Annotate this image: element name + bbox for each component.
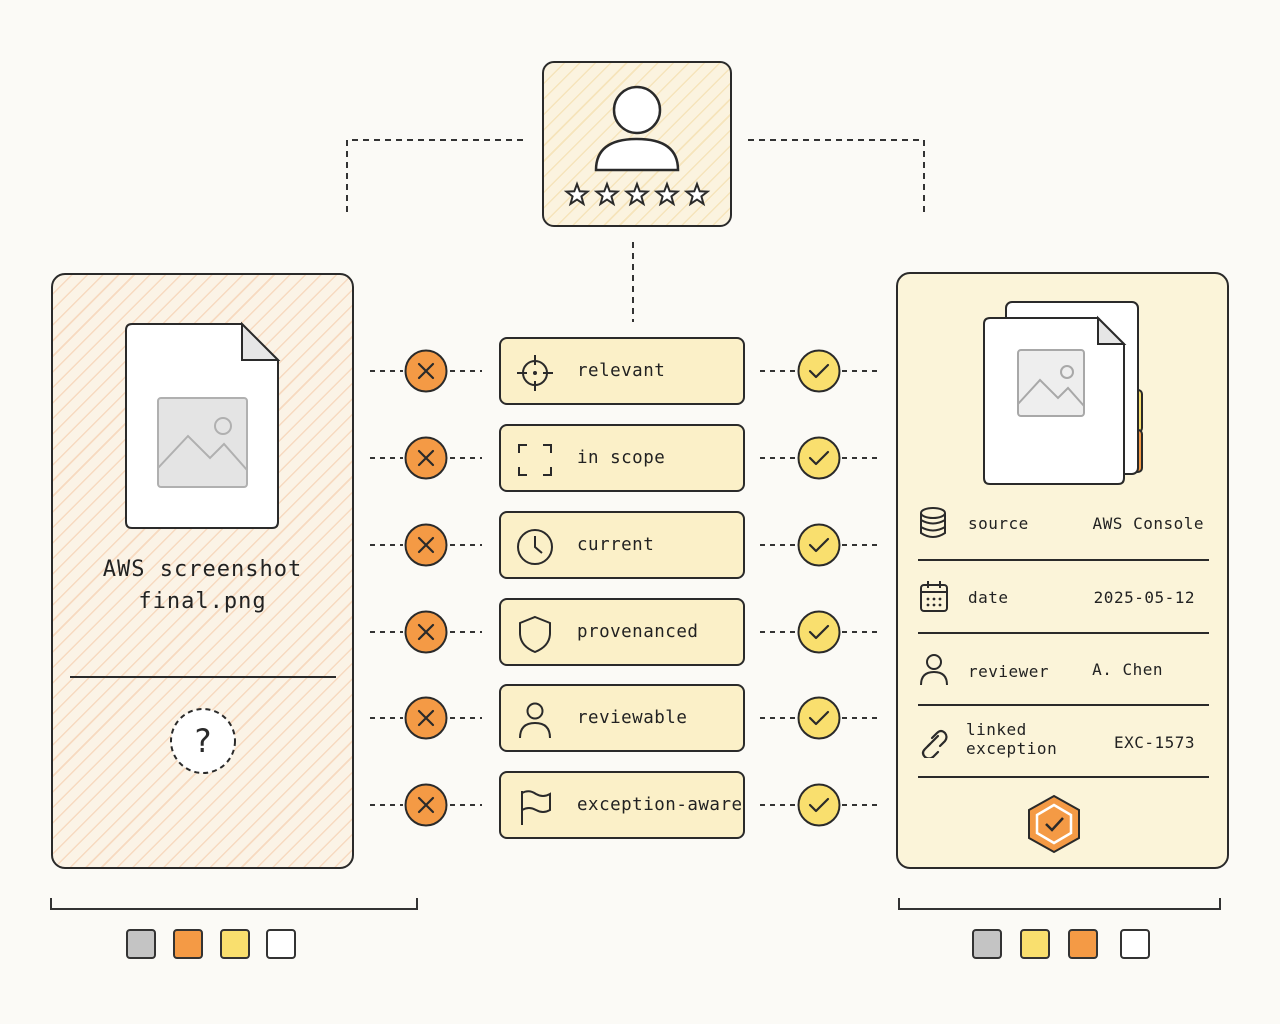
left-bracket [50,898,418,910]
criterion-label: exception-aware [577,795,743,815]
person-icon [519,702,551,739]
x-circle-icon [404,696,448,740]
criterion-card: exception-aware [499,771,745,839]
star-rating [563,181,711,207]
file-name-line2: final.png [138,589,267,614]
x-circle-icon [404,783,448,827]
check-circle-icon [797,349,841,393]
link-icon [921,729,948,758]
criterion-label: in scope [577,448,666,468]
svg-text:?: ? [195,722,212,760]
color-swatch [173,929,203,959]
shield-icon [519,615,551,653]
star-outline-icon [623,181,651,207]
linked-label-line1: linked [966,720,1027,739]
color-swatch [1120,929,1150,959]
question-mark-icon: ? [170,708,236,774]
database-icon [920,507,946,538]
reviewer-value: A. Chen [1092,660,1163,679]
file-name-line1: AWS screenshot [102,557,303,582]
criterion-card: reviewable [499,684,745,752]
connector-right-branch [748,139,925,212]
source-value: AWS Console [1092,514,1204,533]
left-divider [70,676,336,678]
connector-left-branch [346,139,528,212]
color-swatch [972,929,1002,959]
star-outline-icon [563,181,591,207]
color-swatch [1068,929,1098,959]
color-swatch [266,929,296,959]
check-circle-icon [797,610,841,654]
star-outline-icon [683,181,711,207]
flag-icon [521,790,551,825]
criterion-card: relevant [499,337,745,405]
right-bracket [898,898,1221,910]
linked-value: EXC-1573 [1113,733,1195,752]
user-icon [594,85,680,172]
x-circle-icon [404,349,448,393]
clock-icon [517,529,553,565]
check-circle-icon [797,783,841,827]
check-circle-icon [797,523,841,567]
criterion-label: relevant [577,361,666,381]
criterion-card: current [499,511,745,579]
crosshair-icon [517,355,553,391]
meta-divider [918,632,1209,634]
color-swatch [1020,929,1050,959]
star-outline-icon [593,181,621,207]
calendar-icon [920,581,948,612]
criterion-card: in scope [499,424,745,492]
reviewer-label: reviewer [968,662,1050,681]
color-swatch [220,929,250,959]
frame-corners-icon [518,444,552,476]
star-outline-icon [653,181,681,207]
meta-divider [918,704,1209,706]
criterion-label: reviewable [577,708,688,728]
verified-file-stack-icon [983,301,1143,485]
x-circle-icon [404,523,448,567]
check-circle-icon [797,436,841,480]
verified-badge-icon [1028,794,1080,854]
meta-divider [918,776,1209,778]
x-circle-icon [404,436,448,480]
criterion-label: provenanced [577,622,699,642]
linked-label-line2: exception [966,739,1058,758]
criterion-card: provenanced [499,598,745,666]
source-label: source [968,514,1029,533]
color-swatch [126,929,156,959]
check-circle-icon [797,696,841,740]
date-label: date [968,588,1009,607]
criterion-label: current [577,535,655,555]
x-circle-icon [404,610,448,654]
meta-divider [918,559,1209,561]
reviewer-person-icon [920,654,948,686]
date-value: 2025-05-12 [1093,588,1195,607]
file-image-icon [125,321,281,529]
